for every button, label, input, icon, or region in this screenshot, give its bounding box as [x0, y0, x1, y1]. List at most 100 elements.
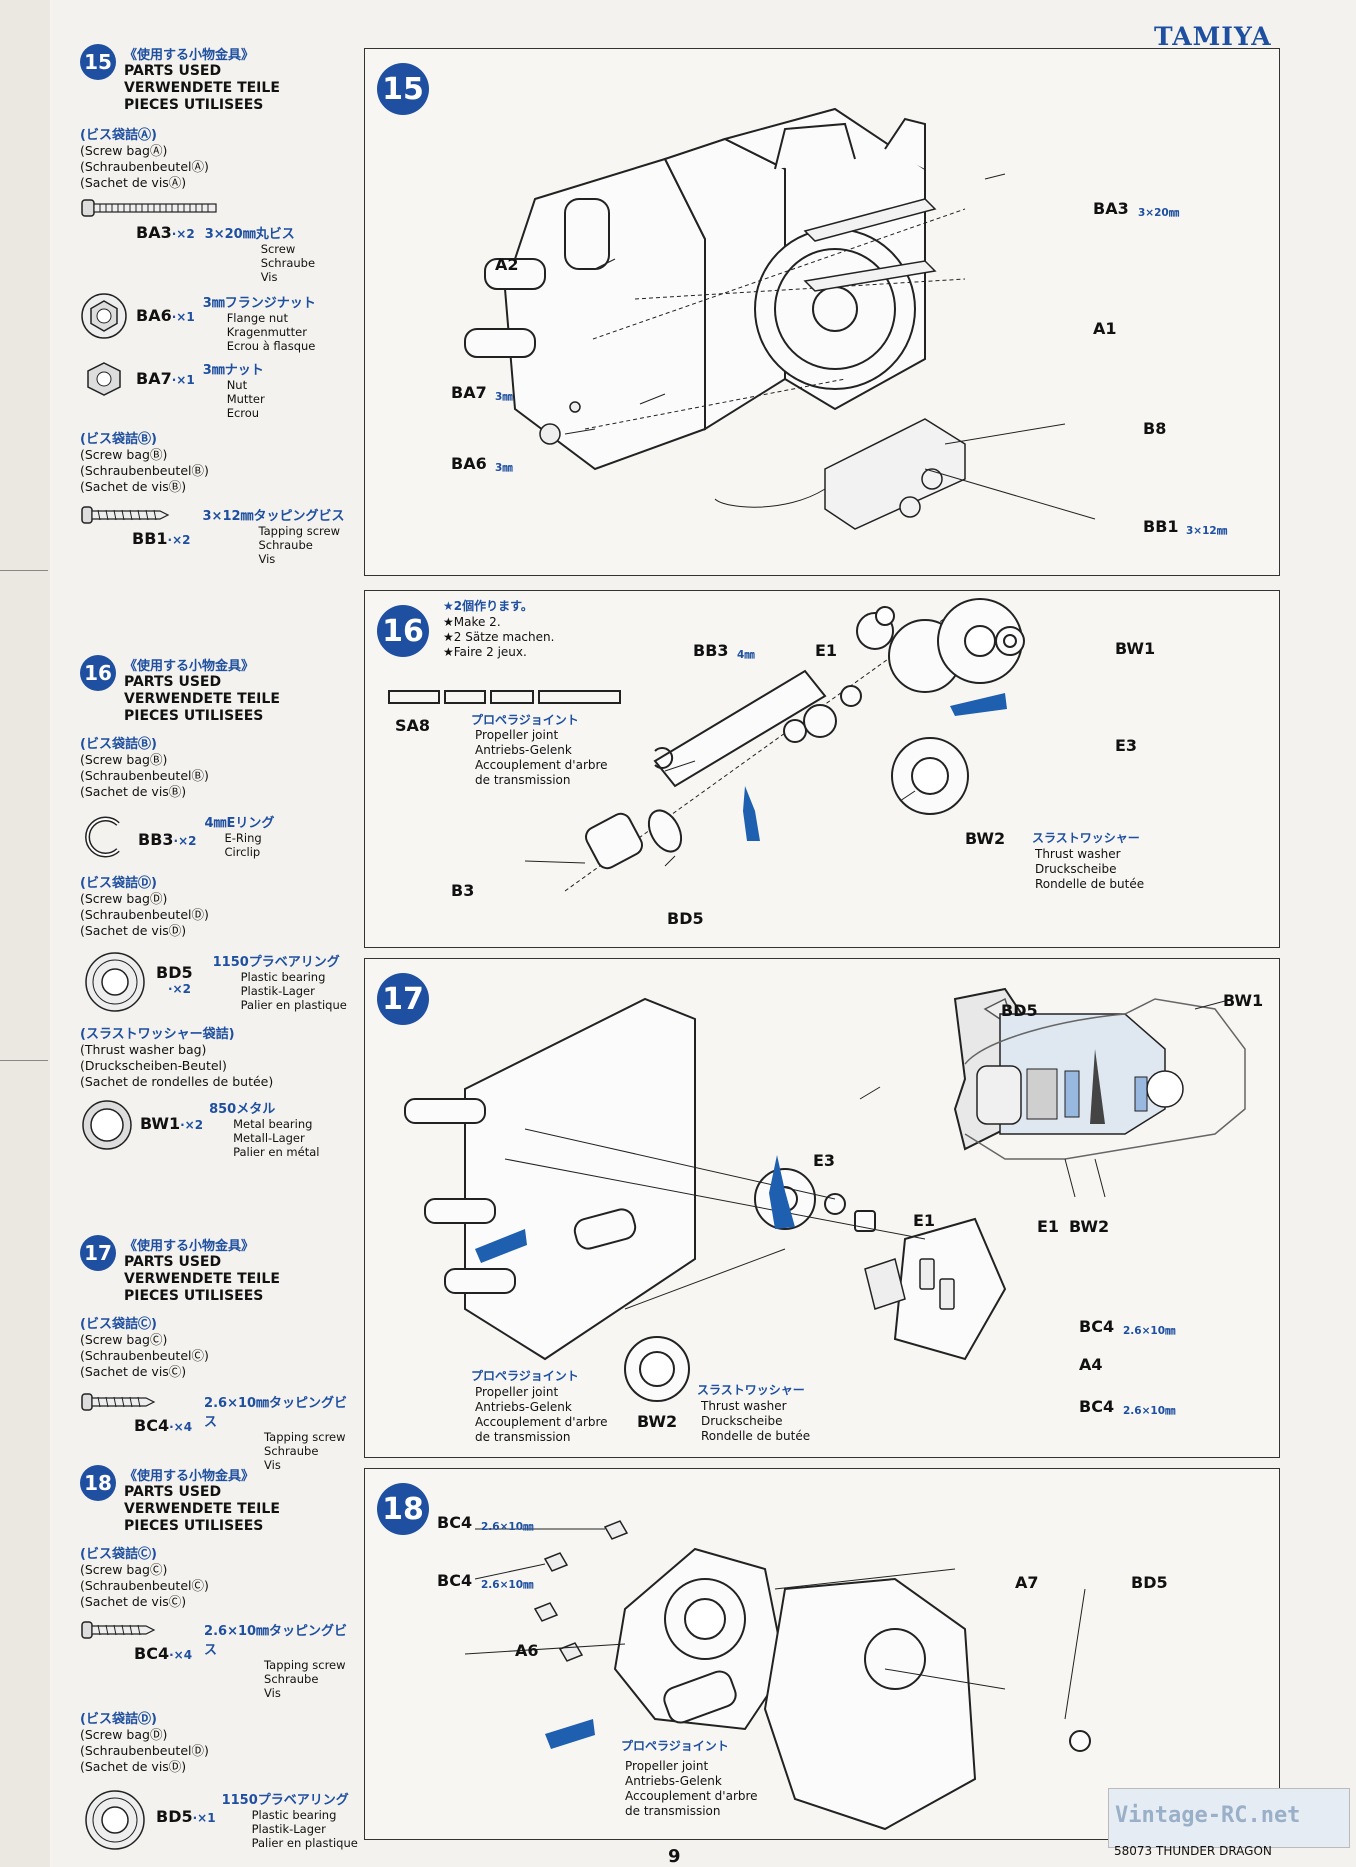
- washer-name-de: Druckscheibe: [1035, 862, 1117, 876]
- label-ba6: BA6: [451, 454, 487, 473]
- step-number-large: 18: [377, 1483, 429, 1535]
- step-number-large: 15: [377, 63, 429, 115]
- bag-label-jp: (ビス袋詰Ⓐ): [80, 128, 157, 143]
- bag-label-fr: (Sachet de visⒷ): [80, 784, 187, 799]
- part-qty: ·×1: [171, 310, 195, 324]
- part-size: 1150プラベアリング: [221, 1793, 349, 1808]
- bag-label-de: (SchraubenbeutelⒹ): [80, 907, 209, 922]
- part-name-en: Screw: [260, 242, 296, 256]
- part-name-de: Plastik-Lager: [251, 1822, 326, 1836]
- part-code-ba7: BA7: [136, 369, 172, 388]
- sidebar-step16: 16 《使用する小物金具》 PARTS USED VERWENDETE TEIL…: [80, 655, 360, 1159]
- bag-label-fr: (Sachet de visⒹ): [80, 923, 187, 938]
- label-a4: A4: [1079, 1355, 1103, 1374]
- part-qty: ·×1: [192, 1811, 216, 1825]
- pj-name-jp: プロペラジョイント: [621, 1739, 729, 1753]
- part-code-bc4: BC4: [134, 1644, 170, 1663]
- part-name-en: Flange nut: [226, 311, 288, 325]
- part-qty: ·×2: [171, 227, 195, 241]
- washer-name-en: Thrust washer: [701, 1399, 787, 1413]
- bag-label-fr: (Sachet de visⒶ): [80, 175, 187, 190]
- bag-label-fr: (Sachet de visⒹ): [80, 1759, 187, 1774]
- parts-header-jp: 《使用する小物金具》: [124, 1239, 255, 1254]
- part-name-fr: Vis: [264, 1686, 281, 1700]
- part-name-en: Plastic bearing: [251, 1808, 337, 1822]
- part-name-en: E-Ring: [224, 831, 262, 845]
- parts-header-de: VERWENDETE TEILE: [124, 691, 280, 707]
- part-name-fr: Palier en plastique: [251, 1836, 358, 1850]
- propeller-joint-diagram: [388, 598, 1025, 892]
- screw-ba3-icon: [81, 199, 217, 217]
- part-name-fr: Palier en plastique: [240, 998, 347, 1012]
- parts-header-jp: 《使用する小物金具》: [124, 1469, 255, 1484]
- bag-label-en: (Thrust washer bag): [80, 1042, 207, 1057]
- bag-label-de: (SchraubenbeutelⒷ): [80, 768, 209, 783]
- label-bd5: BD5: [667, 909, 704, 928]
- label-bc4: BC4: [437, 1571, 473, 1590]
- label-size: 3㎜: [495, 462, 513, 474]
- panel-step16: 16 ★2個作ります。 ★Make 2. ★2 Sätze machen. ★F…: [364, 590, 1280, 948]
- make-note-jp: ★2個作ります。: [443, 599, 533, 613]
- make-note-fr: ★Faire 2 jeux.: [443, 645, 527, 659]
- bag-label-jp: (スラストワッシャー袋詰): [80, 1027, 235, 1042]
- bag-label-fr: (Sachet de rondelles de butée): [80, 1074, 274, 1089]
- metal-bearing-icon: [82, 1100, 132, 1150]
- bag-label-jp: (ビス袋詰Ⓓ): [80, 876, 157, 891]
- part-size: 4㎜Eリング: [204, 816, 275, 831]
- flange-nut-icon: [81, 293, 127, 339]
- part-code-bd5: BD5: [156, 963, 193, 982]
- label-a6: A6: [515, 1641, 539, 1660]
- label-size: 2.6×10㎜: [481, 1579, 534, 1591]
- pj-name-en: Propeller joint: [475, 1385, 559, 1399]
- label-bw1: BW1: [1115, 639, 1156, 658]
- step-number-large: 16: [377, 605, 429, 657]
- step-number-large: 17: [377, 973, 429, 1025]
- label-bw2: BW2: [965, 829, 1006, 848]
- sidebar-step18: 18 《使用する小物金具》 PARTS USED VERWENDETE TEIL…: [80, 1465, 360, 1851]
- parts-header-de: VERWENDETE TEILE: [124, 80, 280, 96]
- bag-label-de: (SchraubenbeutelⒶ): [80, 159, 209, 174]
- differential-assembly-diagram: [404, 987, 1246, 1402]
- sidebar-step15: 15 《使用する小物金具》 PARTS USED VERWENDETE TEIL…: [80, 44, 360, 566]
- page-number: 9: [668, 1846, 681, 1867]
- parts-header-en: PARTS USED: [124, 674, 222, 690]
- part-name-fr: Vis: [258, 552, 276, 566]
- gearbox-closing-diagram: [464, 1520, 1091, 1831]
- part-size: 1150プラベアリング: [212, 955, 340, 970]
- label-bb3: BB3: [693, 641, 729, 660]
- make-note-de: ★2 Sätze machen.: [443, 630, 555, 644]
- part-name-en: Plastic bearing: [240, 970, 326, 984]
- part-qty: ·×2: [168, 982, 191, 996]
- label-bc4: BC4: [437, 1513, 473, 1532]
- part-size: 3㎜ナット: [202, 363, 264, 378]
- label-size: 3×20㎜: [1138, 207, 1180, 219]
- label-a7: A7: [1015, 1573, 1039, 1592]
- label-a2: A2: [495, 255, 519, 274]
- washer-name-en: Thrust washer: [1035, 847, 1121, 861]
- label-bd5: BD5: [1001, 1001, 1038, 1020]
- label-bd5: BD5: [1131, 1573, 1168, 1592]
- part-name-de: Schraube: [264, 1444, 319, 1458]
- bag-label-fr: (Sachet de visⒸ): [80, 1594, 187, 1609]
- label-ba3: BA3: [1093, 199, 1129, 218]
- washer-name-fr: Rondelle de butée: [1035, 877, 1145, 891]
- washer-name-jp: スラストワッシャー: [1032, 831, 1140, 845]
- sa8-name-de: Antriebs-Gelenk: [475, 743, 572, 757]
- edge-line: [0, 1060, 48, 1061]
- parts-header-de: VERWENDETE TEILE: [124, 1501, 280, 1517]
- part-size: 850メタル: [209, 1102, 276, 1117]
- pj-name-jp: プロペラジョイント: [471, 1369, 579, 1383]
- panel-step17: 17: [364, 958, 1280, 1458]
- product-code: 58073 THUNDER DRAGON: [1114, 1844, 1272, 1858]
- part-name-de: Schraube: [258, 538, 313, 552]
- bag-label-en: (Screw bagⒶ): [80, 143, 168, 158]
- part-code-bb1: BB1: [132, 529, 168, 548]
- pj-name-fr: Accouplement d'arbre: [475, 1415, 608, 1429]
- pj-name-de: Antriebs-Gelenk: [475, 1400, 572, 1414]
- left-page-edge: [0, 0, 50, 1867]
- sidebar-step17: 17 《使用する小物金具》 PARTS USED VERWENDETE TEIL…: [80, 1235, 360, 1472]
- part-size: 2.6×10㎜タッピングビス: [204, 1396, 348, 1430]
- label-e1: E1: [815, 641, 838, 660]
- part-name-fr: Vis: [260, 270, 278, 284]
- label-bw2: BW2: [1069, 1217, 1110, 1236]
